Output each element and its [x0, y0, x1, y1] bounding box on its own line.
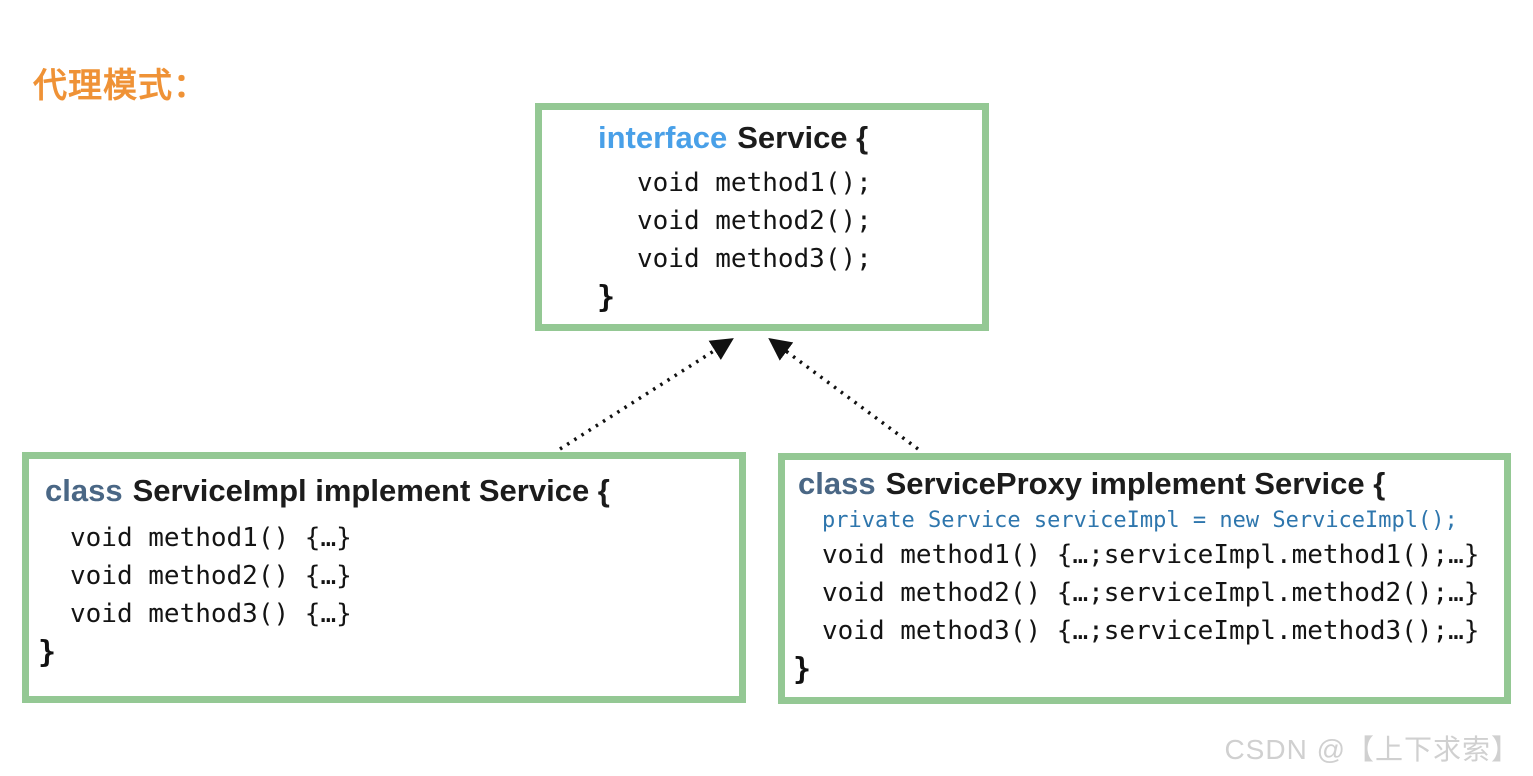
interface-closing-brace: } [597, 280, 616, 315]
implements-arrow-proxy-to-interface [768, 337, 920, 451]
impl-method-2: void method2() {…} [70, 561, 352, 591]
interface-method-3: void method3(); [637, 244, 872, 274]
proxy-method-2: void method2() {…;serviceImpl.method2();… [822, 578, 1480, 608]
page-title: 代理模式： [33, 67, 208, 105]
interface-keyword: interface [598, 120, 728, 155]
interface-box-header: interface Service { [598, 118, 982, 158]
interface-method-1: void method1(); [637, 168, 872, 198]
impl-box-header: class ServiceImpl implement Service { [45, 471, 739, 511]
csdn-watermark: CSDN @【上下求索】 [1224, 734, 1520, 765]
proxy-method-3: void method3() {…;serviceImpl.method3();… [822, 616, 1480, 646]
interface-service-box: interface Service { void method1(); void … [535, 103, 989, 331]
proxy-box-title: ServiceProxy implement Service { [885, 466, 1386, 501]
impl-method-3: void method3() {…} [70, 599, 352, 629]
proxy-closing-brace: } [793, 652, 812, 687]
interface-box-title: Service { [737, 120, 869, 155]
proxy-box-header: class ServiceProxy implement Service { [798, 464, 1504, 504]
impl-closing-brace: } [38, 635, 57, 670]
impl-class-keyword: class [45, 473, 123, 508]
service-impl-box: class ServiceImpl implement Service { voi… [22, 452, 746, 703]
interface-method-2: void method2(); [637, 206, 872, 236]
service-proxy-box: class ServiceProxy implement Service { pr… [778, 453, 1511, 704]
impl-box-title: ServiceImpl implement Service { [132, 473, 610, 508]
proxy-field-declaration: private Service serviceImpl = new Servic… [822, 508, 1458, 533]
impl-method-1: void method1() {…} [70, 523, 352, 553]
proxy-method-1: void method1() {…;serviceImpl.method1();… [822, 540, 1480, 570]
proxy-class-keyword: class [798, 466, 876, 501]
implements-arrow-impl-to-interface [559, 338, 734, 451]
